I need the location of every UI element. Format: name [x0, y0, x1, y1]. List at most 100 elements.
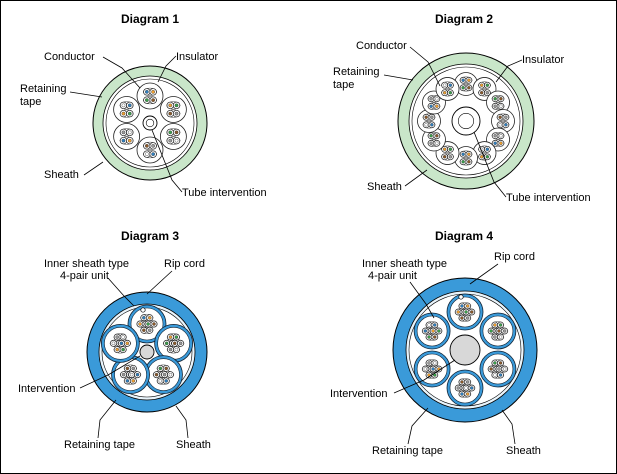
pair-twist-outline: [459, 150, 473, 158]
pair-twist-outline: [422, 121, 436, 129]
unit-boundary: [113, 123, 141, 150]
diagram-4-retaining-tape-label: Retaining tape: [372, 445, 443, 457]
conductor-core: [460, 380, 464, 384]
conductor-core: [470, 310, 474, 314]
conductor-core: [448, 83, 453, 87]
pair-twist-outline: [119, 136, 134, 145]
pair-twist-outline: [142, 87, 158, 96]
diagram-1-sheath-leader: [83, 161, 104, 176]
diagram-2-tube-leader: [473, 131, 507, 198]
conductor-core: [456, 386, 460, 390]
conductor-core: [145, 98, 149, 102]
pair-twist-outline: [478, 89, 491, 97]
conductor-core: [461, 160, 465, 164]
conductor-core: [430, 115, 434, 119]
conductor-core: [138, 322, 142, 326]
conductor-core: [131, 379, 136, 383]
conductor-core: [121, 372, 126, 377]
diagram-4-title: Diagram 4: [435, 229, 493, 243]
diagram-2-cable: [397, 52, 535, 190]
diagram-1-conductor-label: Conductor: [44, 51, 95, 63]
conductor-core: [127, 138, 132, 143]
conductor-core: [433, 361, 437, 365]
unit-boundary: [136, 136, 164, 164]
conductor-core: [467, 78, 471, 82]
conductor-core: [151, 98, 155, 102]
conductor-core: [461, 78, 465, 82]
conductor-core: [493, 141, 497, 145]
conductor-core: [168, 103, 173, 108]
conductor-core: [498, 115, 502, 119]
center-intervention: [139, 344, 155, 360]
conductor-core: [115, 335, 119, 339]
pair-twist-outline: [458, 314, 472, 322]
conductor-core: [174, 130, 179, 135]
conductor-core: [429, 97, 433, 101]
conductor-core: [433, 335, 437, 339]
pair-twist-outline: [140, 326, 154, 335]
conductor-core: [498, 123, 502, 127]
pair-twist-outline: [458, 390, 472, 398]
conductor-core: [431, 329, 435, 333]
pair-twist-outline: [441, 81, 454, 89]
conductor-core: [427, 361, 431, 365]
pair-twist-outline: [425, 371, 439, 379]
conductor-core: [435, 97, 439, 101]
diagram-1-insulator-label: Insulator: [176, 51, 219, 63]
conductor-core: [435, 134, 439, 138]
conductor-core: [448, 147, 453, 151]
diagram-1-conductor-leader: [102, 56, 141, 89]
conductor-core: [152, 322, 156, 326]
diagram-4-sheath-label: Sheath: [506, 445, 541, 457]
conductor-core: [172, 341, 177, 346]
conductor-core: [164, 366, 168, 371]
diagram-2-retaining-label-line2: tape: [333, 79, 354, 91]
conductor-core: [493, 104, 497, 108]
tube-bore: [145, 118, 155, 128]
diagram-2-title: Diagram 2: [435, 12, 493, 26]
conductor-core: [429, 134, 433, 138]
pair-twist-outline: [142, 96, 158, 105]
pair-twist-outline: [425, 333, 439, 341]
pair-twist-outline: [166, 101, 181, 110]
conductor-core: [142, 328, 146, 332]
diagram-3-intervention-leader: [79, 355, 141, 389]
conductor-core: [174, 111, 179, 116]
diagram-4-rip-cord-leader: [469, 263, 499, 285]
conductor-core: [174, 347, 179, 352]
diagram-2: Diagram 2 Conductor Insulator Retaining …: [333, 12, 591, 204]
conductor-core: [125, 379, 130, 383]
conductor-core: [493, 373, 497, 377]
conductor-core: [493, 134, 497, 138]
conductor-core: [465, 380, 470, 384]
rip-cord: [140, 307, 146, 313]
diagram-3-retaining-tape-label: Retaining tape: [64, 439, 135, 451]
conductor-core: [174, 103, 179, 108]
unit-boundary: [136, 82, 164, 110]
diagram-2-retaining-label-line1: Retaining: [333, 66, 379, 78]
conductor-core: [460, 304, 464, 308]
conductor-core: [127, 111, 132, 116]
conductor-core: [164, 379, 168, 383]
conductor-core: [430, 123, 434, 127]
diagram-1-sheath-label: Sheath: [44, 169, 79, 181]
conductor-core: [135, 372, 140, 377]
conductor-core: [497, 367, 501, 371]
pair-twist-outline: [123, 377, 137, 385]
diagram-4-inner-sheath-label-line2: 4-pair unit: [368, 270, 417, 282]
pair-twist-outline: [496, 121, 510, 129]
conductor-core: [435, 141, 439, 145]
conductor-core: [435, 104, 439, 108]
pair-twist-outline: [491, 132, 505, 140]
conductor-core: [499, 141, 503, 145]
conductor-core: [119, 341, 124, 346]
conductor-core: [464, 386, 468, 390]
conductor-core: [460, 392, 464, 396]
conductor-core: [145, 152, 149, 156]
conductor-core: [499, 97, 503, 101]
diagram-1-insulator-leader: [157, 55, 177, 83]
pair-twist-outline: [119, 109, 134, 118]
conductor-core: [154, 372, 159, 377]
conductor-core: [485, 147, 490, 151]
